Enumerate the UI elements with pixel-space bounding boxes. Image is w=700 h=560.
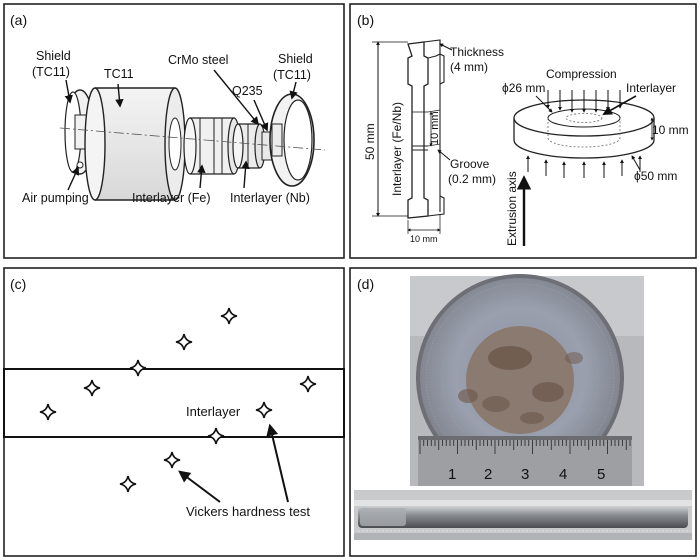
vickers-indent: [220, 307, 238, 325]
label-mid-10mm: 10 mm: [429, 111, 441, 145]
arrow-thickness: [439, 43, 453, 51]
label-thickness-2: (4 mm): [450, 60, 488, 74]
arrow-groove: [437, 149, 451, 161]
vickers-indent: [83, 379, 101, 397]
arrow-vickers-1: [178, 470, 221, 503]
axis-line: [59, 127, 326, 151]
arrow-interlayer-nb: [241, 160, 250, 189]
panel-b-tag: (b): [357, 12, 374, 28]
label-width-10mm: 10 mm: [410, 234, 438, 244]
label-interlayer-fenb: Interlayer (Fe/Nb): [390, 102, 404, 196]
right-shield: [269, 93, 315, 187]
label-thickness-1: Thickness: [450, 45, 504, 59]
label-interlayer-b: Interlayer: [626, 81, 676, 95]
ruler-num-5: 5: [597, 466, 605, 483]
label-crmo: CrMo steel: [168, 53, 228, 67]
label-interlayer-nb: Interlayer (Nb): [230, 191, 310, 205]
interlayer-band: [3, 368, 345, 438]
label-shield-right-1: Shield: [278, 52, 313, 66]
panel-a-tag: (a): [10, 12, 27, 28]
extruded-rod-photo: [354, 490, 692, 540]
label-q235: Q235: [232, 84, 263, 98]
panel-a: (a): [3, 3, 345, 259]
arrow-vickers-2: [266, 423, 289, 503]
arrow-tc11: [115, 83, 124, 108]
vickers-indent: [39, 403, 57, 421]
arrow-shield-right: [289, 81, 298, 100]
vickers-indent: [207, 427, 225, 445]
ruler-num-1: 1: [448, 466, 456, 483]
label-shield-right-2: (TC11): [273, 68, 311, 82]
compression-arrows-top: [546, 90, 622, 113]
panel-d: (d) 1 2 3 4 5: [349, 267, 697, 557]
compression-arrows-bottom: [526, 155, 642, 178]
vickers-indent: [299, 375, 317, 393]
vickers-indent: [119, 475, 137, 493]
label-d26: ϕ26 mm: [502, 81, 545, 95]
arrow-shield-left: [64, 79, 73, 104]
ruler-num-3: 3: [521, 466, 529, 483]
label-vickers: Vickers hardness test: [186, 504, 310, 519]
arrow-interlayer-b: [602, 95, 637, 115]
panel-c-frame: [3, 267, 345, 557]
vickers-indent: [175, 333, 193, 351]
compression-disc: [513, 99, 655, 159]
vickers-indents: [39, 307, 317, 493]
label-groove-1: Groove: [450, 157, 490, 171]
label-d50: ϕ50 mm: [634, 169, 677, 183]
label-air-pumping: Air pumping: [22, 191, 89, 205]
panel-d-tag: (d): [357, 276, 374, 292]
arrow-d50: [631, 155, 641, 171]
label-interlayer-c: Interlayer: [186, 404, 241, 419]
tc11-cylinder: [84, 87, 186, 201]
label-tc11: TC11: [104, 67, 134, 81]
label-compression: Compression: [546, 67, 617, 81]
arrow-interlayer-fe: [197, 164, 206, 189]
ruler-num-2: 2: [484, 466, 492, 483]
vickers-indent: [163, 451, 181, 469]
arrow-d26: [535, 95, 553, 113]
label-shield-left-2: (TC11): [32, 65, 70, 79]
label-extrusion-axis: Extrusion axis: [505, 171, 519, 246]
ruler-num-4: 4: [559, 466, 567, 483]
panel-c: (c) Interlayer Vickers hardness test: [3, 267, 345, 557]
panel-c-tag: (c): [10, 276, 26, 292]
label-50mm: 50 mm: [363, 123, 377, 160]
label-shield-left-1: Shield: [36, 49, 71, 63]
ruler: 1 2 3 4 5: [418, 436, 632, 486]
arrow-crmo: [213, 69, 260, 126]
label-interlayer-fe: Interlayer (Fe): [132, 191, 211, 205]
vickers-indent: [255, 401, 273, 419]
compression-disc-photo: [416, 274, 624, 482]
panel-b: (b) 50 mm Interlayer (Fe/Nb) 10 mm 10 mm: [349, 3, 697, 259]
arrow-q235: [253, 99, 269, 132]
vickers-indent: [129, 359, 147, 377]
arrow-air: [67, 166, 80, 191]
interlayer-fe-section: [183, 117, 241, 175]
label-h10: 10 mm: [652, 123, 689, 137]
label-groove-2: (0.2 mm): [448, 172, 496, 186]
